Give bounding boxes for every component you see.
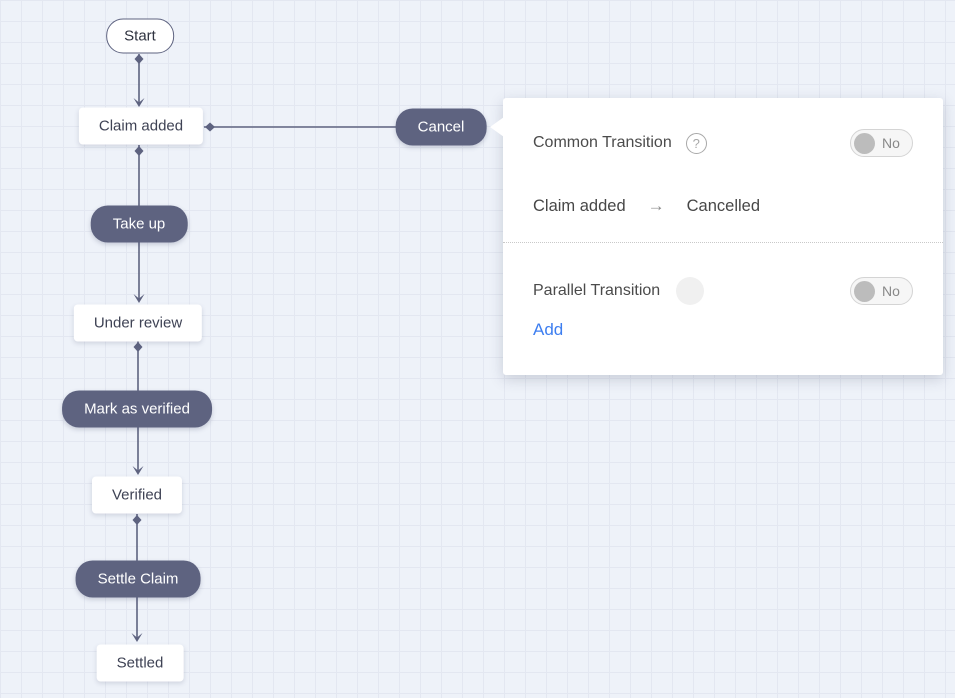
transition-settings-popup: Common Transition ? No Claim added → Can… bbox=[490, 98, 943, 375]
node-state-verified-label: Verified bbox=[111, 486, 163, 504]
transition-to-state: Cancelled bbox=[686, 196, 761, 215]
parallel-transition-label: Parallel Transition bbox=[533, 282, 661, 299]
node-state-under-review[interactable]: Under review bbox=[73, 304, 203, 342]
parallel-transition-row: Parallel Transition No bbox=[533, 276, 913, 306]
common-transition-toggle[interactable]: No bbox=[850, 129, 913, 157]
common-transition-label: Common Transition bbox=[533, 134, 672, 151]
node-state-under-review-label: Under review bbox=[93, 314, 183, 332]
node-transition-cancel-label: Cancel bbox=[417, 118, 465, 136]
node-state-claim-added[interactable]: Claim added bbox=[78, 107, 204, 145]
popup-divider bbox=[503, 242, 943, 243]
common-transition-row: Common Transition ? No bbox=[533, 128, 913, 158]
node-state-settled-label: Settled bbox=[116, 654, 164, 672]
help-icon-placeholder bbox=[676, 277, 705, 305]
node-state-settled[interactable]: Settled bbox=[96, 644, 184, 682]
node-transition-take-up[interactable]: Take up bbox=[90, 205, 188, 243]
popup-caret bbox=[490, 117, 504, 137]
transition-from-state: Claim added bbox=[533, 196, 626, 215]
node-state-claim-added-label: Claim added bbox=[98, 117, 184, 135]
node-transition-settle-claim-label: Settle Claim bbox=[97, 570, 179, 588]
help-icon[interactable]: ? bbox=[685, 132, 707, 154]
node-transition-settle-claim[interactable]: Settle Claim bbox=[75, 560, 201, 598]
node-transition-cancel[interactable]: Cancel bbox=[395, 108, 487, 146]
node-transition-take-up-label: Take up bbox=[112, 215, 166, 233]
toggle-knob-icon bbox=[854, 132, 875, 154]
parallel-transition-toggle-label: No bbox=[882, 283, 900, 299]
add-link[interactable]: Add bbox=[533, 320, 564, 339]
arrow-right-icon: → bbox=[647, 196, 665, 215]
node-transition-mark-as-verified[interactable]: Mark as verified bbox=[62, 390, 212, 428]
node-start-label: Start bbox=[124, 27, 156, 45]
node-state-verified[interactable]: Verified bbox=[91, 476, 183, 514]
parallel-transition-toggle[interactable]: No bbox=[850, 277, 913, 305]
node-transition-mark-as-verified-label: Mark as verified bbox=[84, 400, 190, 418]
node-start[interactable]: Start bbox=[106, 18, 174, 54]
common-transition-toggle-label: No bbox=[882, 135, 900, 151]
transition-path-row: Claim added → Cancelled bbox=[533, 196, 760, 216]
toggle-knob-icon bbox=[854, 280, 875, 302]
